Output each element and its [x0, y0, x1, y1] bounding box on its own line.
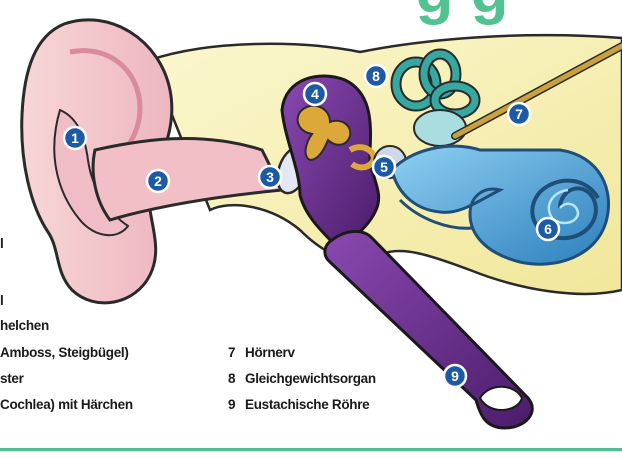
badge-9-label: 9 [451, 368, 459, 384]
bottom-divider [0, 448, 622, 451]
legend-left-item: helchen [0, 318, 49, 333]
badge-9: 9 [444, 365, 466, 387]
legend-left-item: Amboss, Steigbügel) [0, 345, 129, 360]
badge-6-label: 6 [544, 221, 552, 237]
header-text: g g [416, 0, 509, 26]
legend-left: l l helchen Amboss, Steigbügel) ster Coc… [0, 0, 180, 458]
badge-7-label: 7 [515, 106, 523, 122]
legend-left-item: Cochlea) mit Härchen [0, 397, 133, 412]
legend-left-item: ster [0, 371, 24, 386]
badge-6: 6 [537, 218, 559, 240]
badge-7: 7 [508, 103, 530, 125]
legend-left-item: l [0, 293, 3, 308]
legend-left-item: l [0, 236, 3, 251]
